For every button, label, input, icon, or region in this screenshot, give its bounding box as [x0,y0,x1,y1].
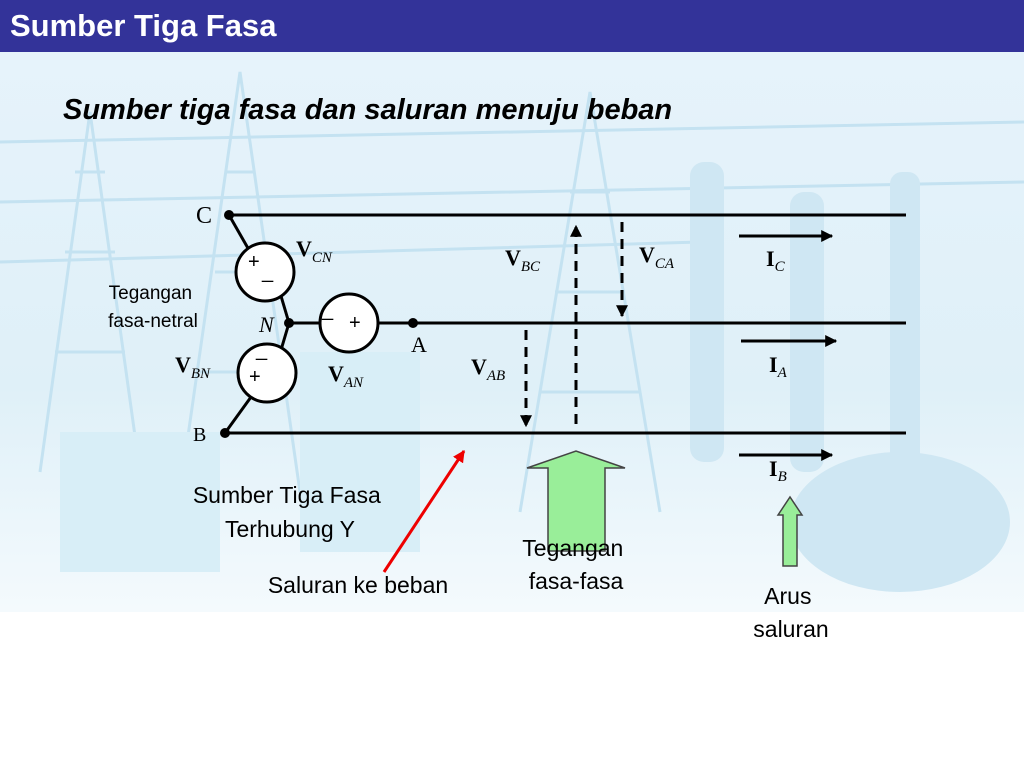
wire-n-to-vbn [279,322,291,351]
label-vcn: VCN [296,236,333,266]
label-ia: IA [769,352,788,381]
label-line-current: Arus saluran [753,583,828,642]
node-b-dot [220,428,230,438]
label-vca: VCA [639,242,675,272]
label-van: VAN [328,361,364,391]
arrow-line-voltage-block [526,450,626,552]
label-source-y: Sumber Tiga Fasa Terhubung Y [193,482,387,542]
label-vab: VAB [471,354,505,384]
node-b-label: B [193,424,206,446]
label-ib: IB [769,456,787,485]
node-n-label: N [258,312,275,337]
slide-title: Sumber Tiga Fasa [10,8,277,43]
source-vcn [234,241,296,303]
source-vbn [236,342,298,404]
source-van-plus: + [349,312,361,334]
arrow-line-current-block [776,495,804,567]
label-phase-neutral: Tegangan fasa-netral [108,283,198,332]
label-line-voltage: Tegangan fasa-fasa [522,535,629,594]
source-vbn-minus: _ [255,339,268,361]
label-ic: IC [766,246,786,275]
label-vbn: VBN [175,352,211,382]
wire-c-to-vcn [227,214,251,251]
slide-subtitle: Sumber tiga fasa dan saluran menuju beba… [63,94,673,126]
pointer-line-to-load [382,449,466,573]
node-a-label: A [411,332,427,357]
source-vcn-minus: _ [261,261,274,283]
background-substation-image [0,52,1024,612]
source-van-minus: _ [321,299,334,321]
slide-header: Sumber Tiga Fasa [0,0,1024,52]
label-vbc: VBC [505,245,541,275]
source-vbn-plus: + [249,366,261,388]
source-vcn-plus: + [248,251,260,273]
wire-vbn-to-b [223,396,253,434]
label-line-to-load: Saluran ke beban [268,572,448,598]
node-c-label: C [196,203,212,229]
